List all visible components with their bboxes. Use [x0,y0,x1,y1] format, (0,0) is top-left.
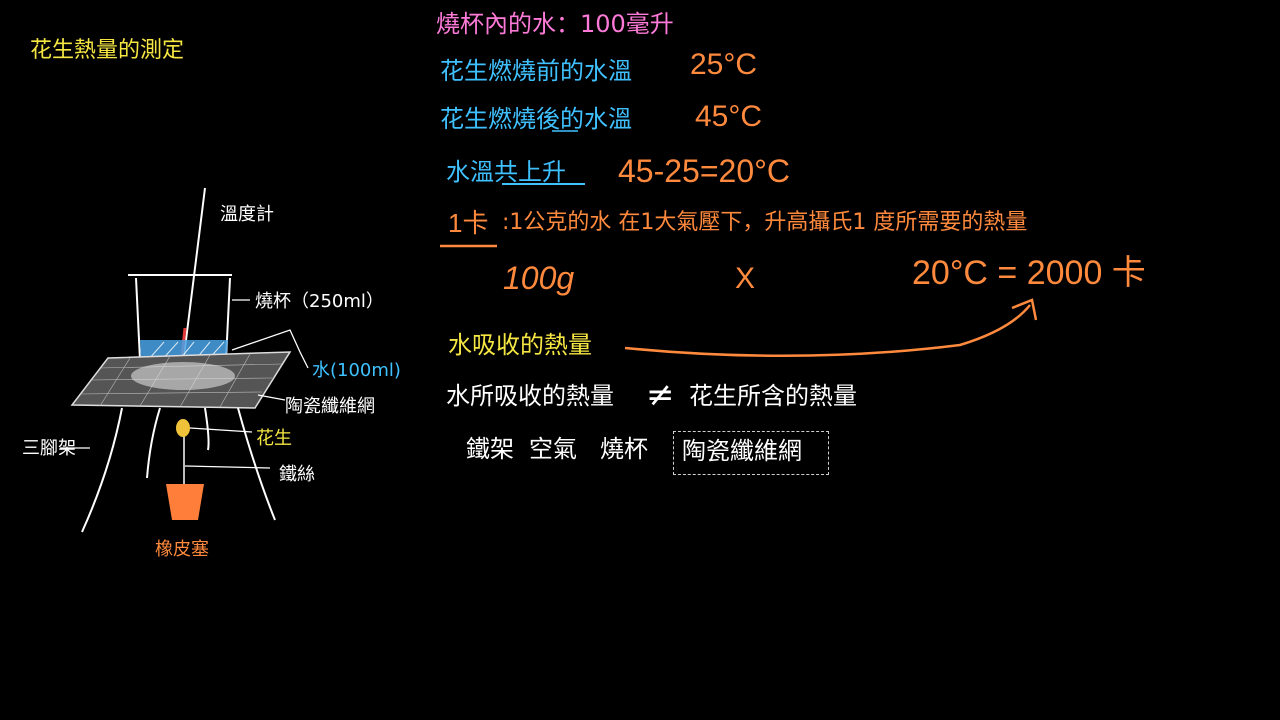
temp-before-label: 花生燃燒前的水溫 [440,57,632,85]
label-peanut: 花生 [256,428,292,449]
comparison-right: 花生所含的熱量 [689,382,857,410]
water-heat-label: 水吸收的熱量 [448,331,592,359]
loss-item-selected[interactable]: 陶瓷纖維網 [682,437,802,465]
label-gauze: 陶瓷纖維網 [285,396,375,417]
gauze-center [131,362,235,390]
label-water: 水(100ml) [312,360,401,381]
temp-before-value: 25°C [690,48,758,81]
calc-mass: 100g [503,260,575,296]
rubber-stopper [166,484,204,520]
comparison-sign: ≠ [646,375,675,415]
temp-rise-label: 水溫共上升 [446,158,566,186]
temp-rise-calc: 45-25=20°C [618,153,791,189]
leader-lines [60,299,309,469]
label-thermometer: 溫度計 [220,204,274,225]
label-wire: 鐵絲 [279,464,315,485]
loss-item: 鐵架 [466,435,514,463]
loss-item: 空氣 [529,435,577,463]
arrow-head [1011,298,1038,321]
calorie-unit: 1卡 [448,208,489,238]
calc-times: X [735,262,756,295]
calorie-definition: :1公克的水 在1大氣壓下，升高攝氏1 度所需要的熱量 [502,210,1028,235]
water-volume-line: 燒杯內的水：100毫升 [436,10,674,38]
label-beaker: 燒杯（250ml） [255,291,384,312]
loss-item: 燒杯 [600,435,648,463]
arrow-curve [624,304,1031,358]
temp-after-label: 花生燃燒後的水溫 [440,105,632,133]
tripod [81,407,276,533]
comparison-left: 水所吸收的熱量 [446,382,614,410]
temp-after-value: 45°C [695,100,763,133]
selected-text-box[interactable] [673,431,829,475]
peanut [176,419,190,437]
page-title: 花生熱量的測定 [30,38,185,63]
calc-result: 20°C = 2000 卡 [912,254,1146,292]
label-stopper: 橡皮塞 [155,539,209,560]
label-tripod: 三腳架 [22,438,76,459]
